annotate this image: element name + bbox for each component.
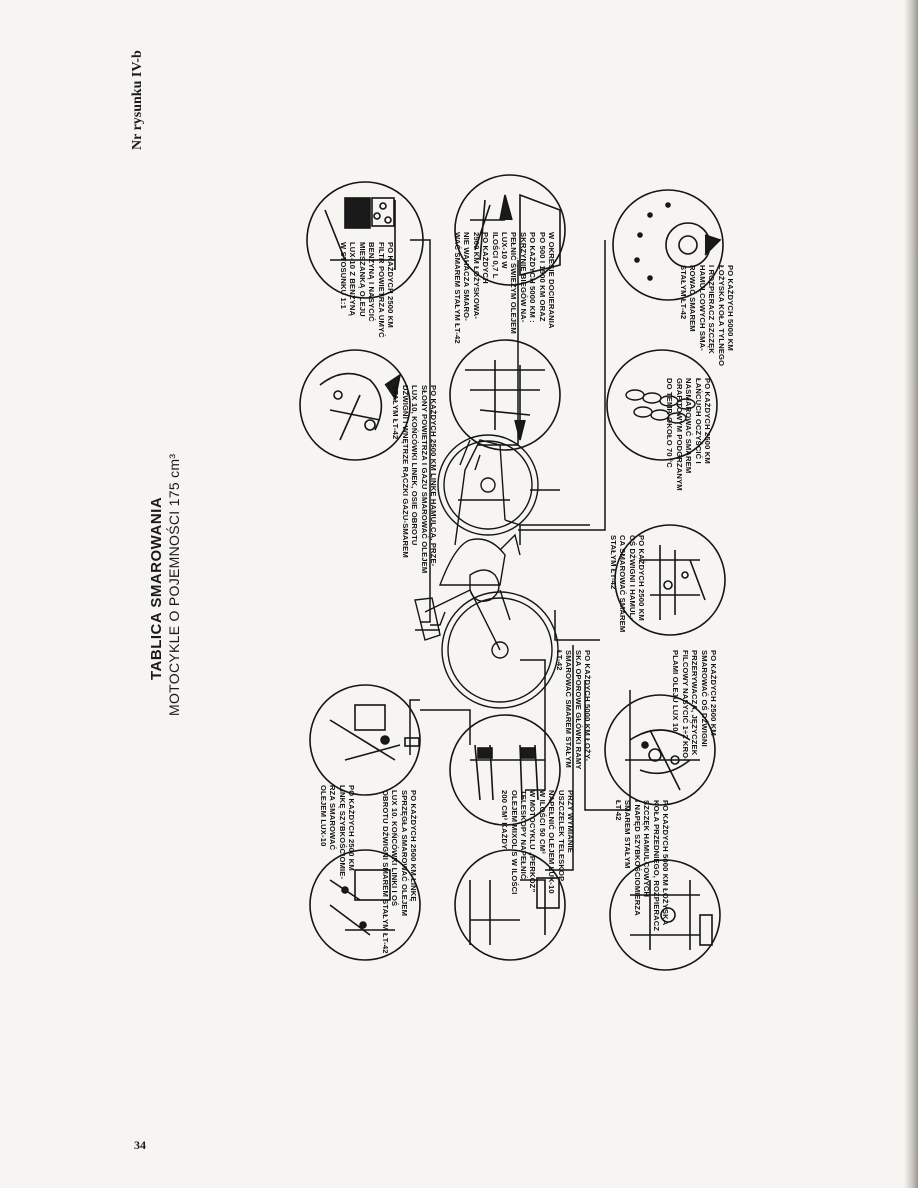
- detail-circle-breaker: [604, 694, 716, 806]
- detail-circle-rear-hub: [612, 189, 724, 301]
- detail-circle-clutch-cable: [309, 849, 421, 961]
- note-cables: PO KAŻDYCH 2500 km LINKĘ HAMULCA, PRZE-S…: [391, 385, 438, 574]
- detail-circle-chain: [606, 349, 718, 461]
- detail-circle-fork: [454, 849, 566, 961]
- page-subtitle: MOTOCYKLE O POJEMNOŚCI 175 cm³: [166, 453, 182, 716]
- note-speedo-cable: PO KAŻDYCH 2500 kmLINKĘ SZYBKOŚCIOMIE-RZ…: [318, 785, 356, 880]
- detail-circle-gearbox: [454, 174, 566, 286]
- note-fuel-filter: PO KAŻDYCH 2500 kmFILTR POWIETRZA UMYĆBE…: [338, 242, 395, 338]
- detail-circle-gearbox-lower: [449, 339, 561, 451]
- detail-circle-cables: [299, 349, 411, 461]
- detail-circle-steering: [449, 714, 561, 826]
- note-brake-lever: PO KAŻDYCH 2500 kmOŚ DŹWIGNI I HAMUL-CA …: [608, 535, 646, 633]
- figure-label: Nr rysunku IV-b: [130, 50, 145, 150]
- motorcycle-drawing: [414, 434, 559, 709]
- detail-circle-fuel-filter: [306, 181, 424, 299]
- detail-circle-speedo-cable: [309, 684, 421, 796]
- page-number: 34: [134, 1138, 146, 1152]
- scan-edge-shadow: [904, 0, 918, 1188]
- detail-circle-brake-lever: [614, 524, 726, 636]
- page-title: TABLICA SMAROWANIA: [148, 496, 165, 680]
- note-chain: PO KAŻDYCH 2500 kmŁAŃCUCH OCZYŚCIĆ INASM…: [665, 378, 712, 491]
- detail-circle-front-hub: [609, 859, 721, 971]
- note-rear-hub: PO KAŻDYCH 5000 kmŁOŻYSKA KOŁA TYLNEGOI …: [678, 265, 735, 367]
- note-steering: PO KAŻDYCH 5000 km ŁOŻY-SKA OPOROWE GŁÓW…: [554, 650, 592, 770]
- note-breaker: PO KAŻDYCH 2500 kmSMAROWAĆ OŚ DŹWIGNIPRZ…: [671, 650, 718, 761]
